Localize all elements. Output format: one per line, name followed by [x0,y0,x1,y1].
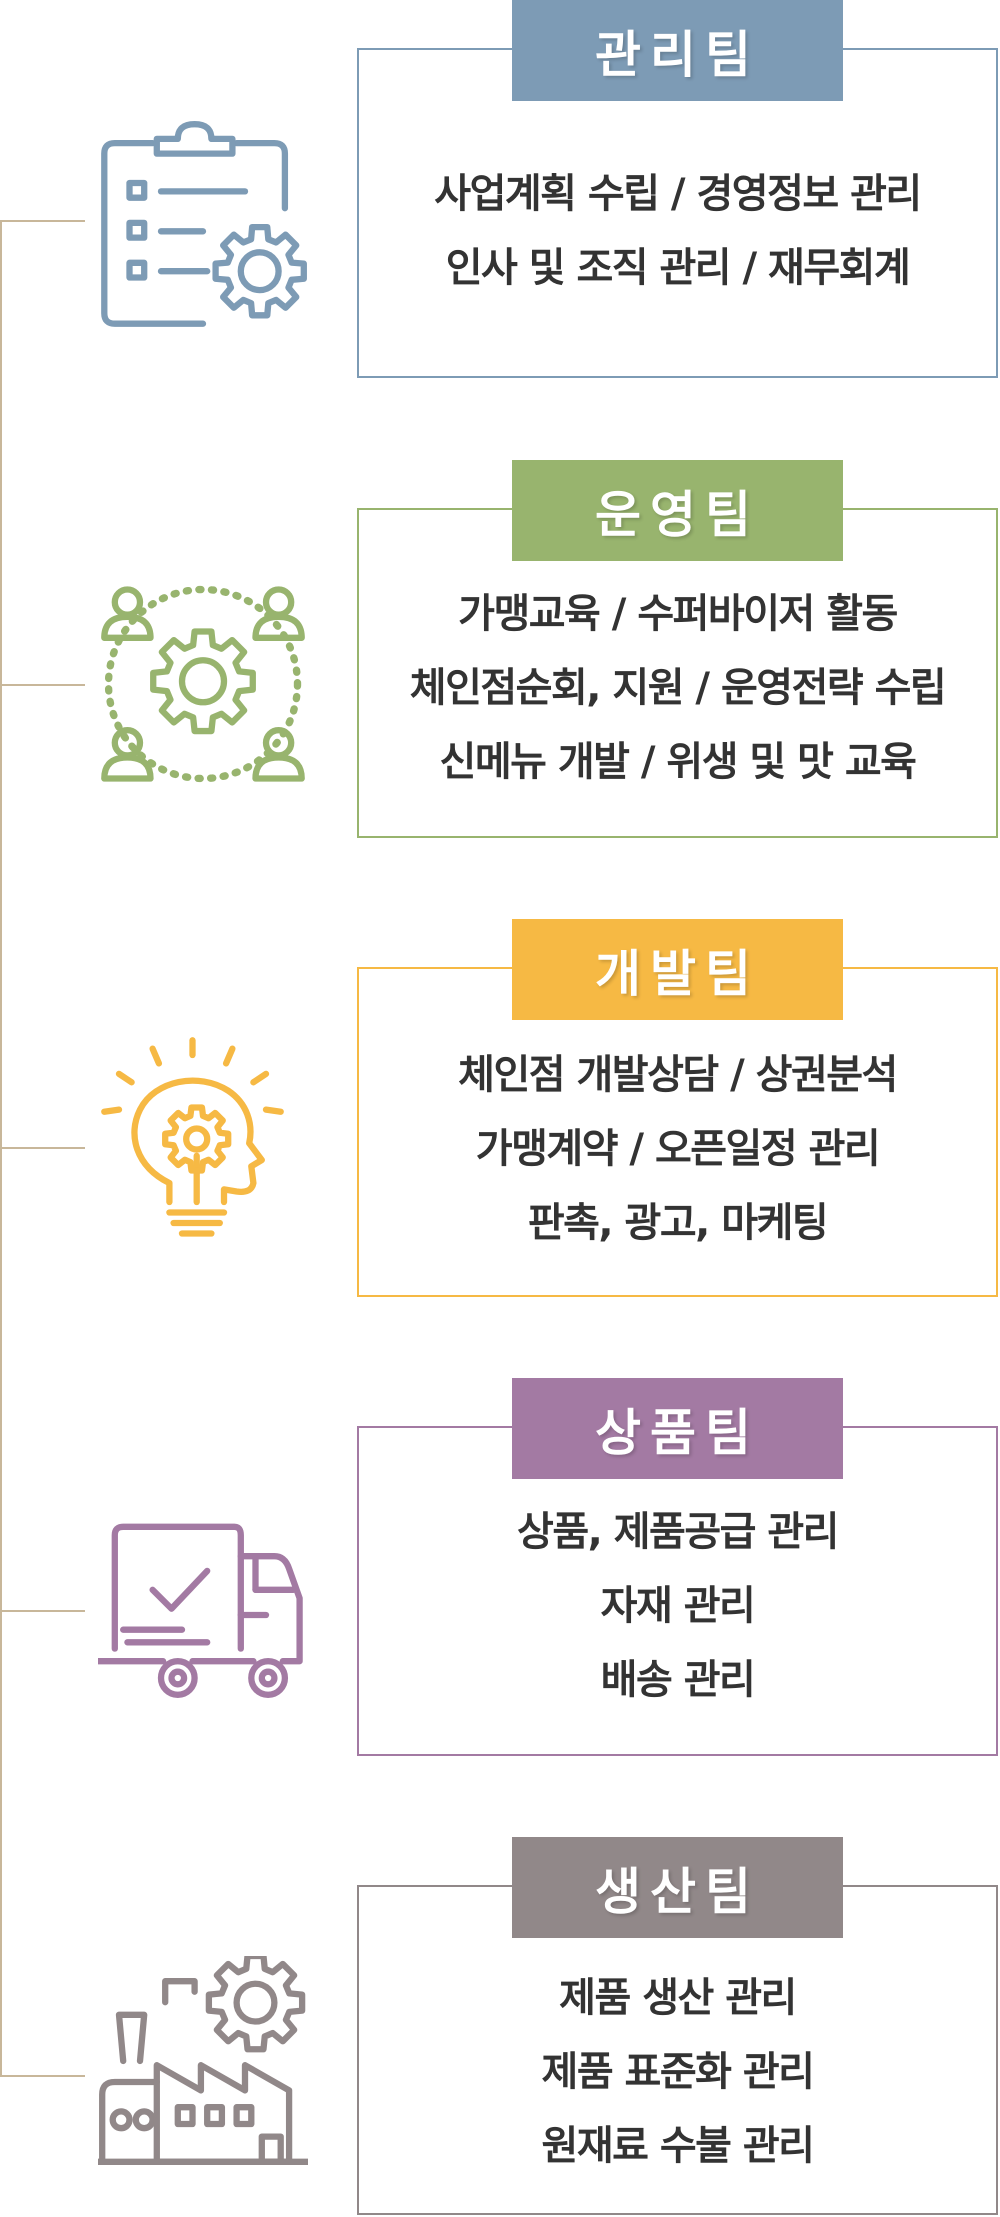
team-header: 상품팀 [512,1378,843,1479]
duty-item: 제품 표준화 관리 [541,2049,815,2095]
team-gear-icon [98,579,308,789]
clipboard-gear-icon [98,120,308,330]
duty-item: 배송 관리 [600,1657,756,1703]
duty-item: 체인점순회, 지원 / 운영전략 수립 [409,665,947,711]
duty-item: 제품 생산 관리 [559,1975,797,2021]
duty-item: 상품, 제품공급 관리 [517,1509,839,1555]
team-name: 생산팀 [595,1862,760,1921]
duty-list: 사업계획 수립 / 경영정보 관리 인사 및 조직 관리 / 재무회계 [357,157,998,305]
team-name: 운영팀 [595,485,760,544]
factory-gear-icon [98,1956,308,2166]
duty-list: 제품 생산 관리 제품 표준화 관리 원재료 수불 관리 [357,1961,998,2183]
team-section-operations: 운영팀 가맹교육 / 수퍼바이저 활동 체인점순회, 지원 / 운영전략 수립 … [0,460,1000,838]
delivery-truck-icon [98,1510,308,1720]
team-box [357,967,998,1297]
team-header: 관리팀 [512,0,843,101]
duty-item: 체인점 개발상담 / 상권분석 [458,1052,898,1098]
team-box [357,1426,998,1756]
team-name: 관리팀 [595,25,760,84]
duty-list: 체인점 개발상담 / 상권분석 가맹계약 / 오픈일정 관리 판촉, 광고, 마… [357,1038,998,1260]
team-header: 운영팀 [512,460,843,561]
lightbulb-idea-icon [98,1034,308,1244]
team-header: 개발팀 [512,919,843,1020]
team-section-product: 상품팀 상품, 제품공급 관리 자재 관리 배송 관리 [0,1378,1000,1756]
duty-item: 자재 관리 [600,1583,756,1629]
team-header: 생산팀 [512,1837,843,1938]
duty-list: 가맹교육 / 수퍼바이저 활동 체인점순회, 지원 / 운영전략 수립 신메뉴 … [357,577,998,799]
team-box [357,48,998,378]
team-box [357,508,998,838]
duty-item: 판촉, 광고, 마케팅 [527,1200,829,1246]
connector-branch [0,220,85,222]
team-box [357,1885,998,2215]
duty-item: 신메뉴 개발 / 위생 및 맛 교육 [439,739,917,785]
team-name: 개발팀 [595,944,760,1003]
connector-branch [0,1147,85,1149]
team-section-development: 개발팀 체인점 개발상담 / 상권분석 가맹계약 / 오픈일정 관리 판촉, 광… [0,919,1000,1297]
connector-branch [0,1610,85,1612]
team-name: 상품팀 [595,1403,760,1462]
duty-item: 가맹교육 / 수퍼바이저 활동 [458,591,898,637]
duty-list: 상품, 제품공급 관리 자재 관리 배송 관리 [357,1495,998,1717]
duty-item: 인사 및 조직 관리 / 재무회계 [445,245,911,291]
team-section-production: 생산팀 제품 생산 관리 제품 표준화 관리 원재료 수불 관리 [0,1837,1000,2215]
connector-branch [0,684,85,686]
connector-branch [0,2075,85,2077]
duty-item: 원재료 수불 관리 [541,2123,815,2169]
duty-item: 사업계획 수립 / 경영정보 관리 [434,171,922,217]
duty-item: 가맹계약 / 오픈일정 관리 [475,1126,881,1172]
team-section-management: 관리팀 사업계획 수립 / 경영정보 관리 인사 및 조직 관리 / 재무회계 [0,0,1000,378]
